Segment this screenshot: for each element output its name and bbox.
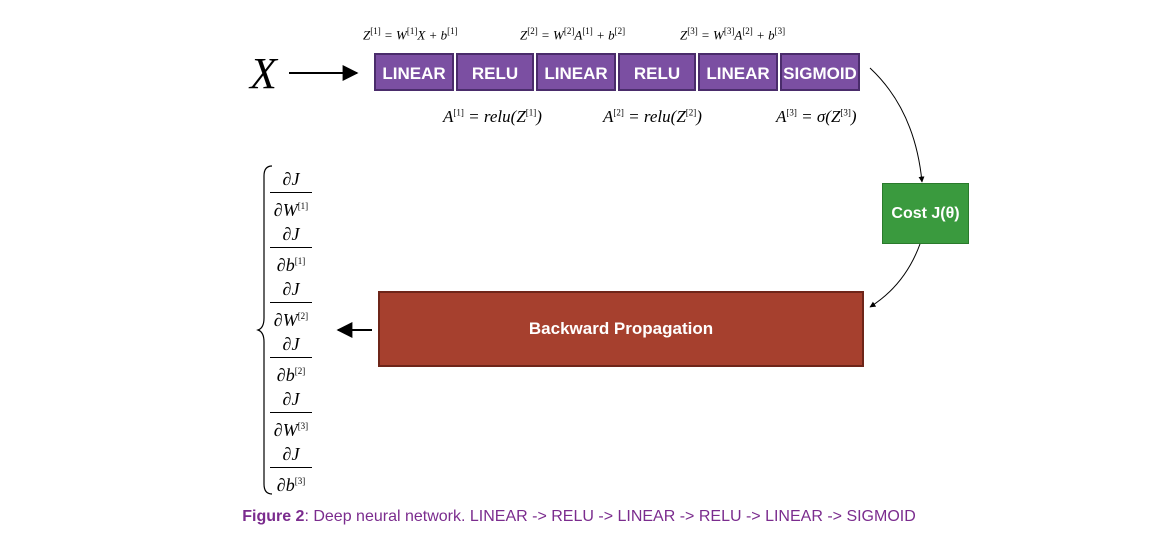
input-x-label: X <box>250 49 277 98</box>
layer-linear-1: LINEAR <box>374 53 454 91</box>
backward-propagation-box: Backward Propagation <box>378 291 864 367</box>
z2-formula: Z[2] = W[2]A[1] + b[2] <box>520 26 626 43</box>
gradients-list: ∂J ∂W[1] ∂J ∂b[1] ∂J ∂W[2] ∂J ∂b[2] ∂J ∂… <box>268 168 328 498</box>
z1-formula: Z[1] = W[1]X + b[1] <box>363 26 458 43</box>
figure-caption-text: : Deep neural network. LINEAR -> RELU ->… <box>304 508 916 525</box>
cost-box: Cost J(θ) <box>882 183 969 244</box>
figure-caption-prefix: Figure 2 <box>242 508 305 525</box>
gradient-db3: ∂J ∂b[3] <box>268 443 314 498</box>
layer-linear-2: LINEAR <box>536 53 616 91</box>
backward-propagation-label: Backward Propagation <box>528 319 714 338</box>
a2-formula: A[2] = relu(Z[2]) <box>603 107 702 126</box>
gradient-dw3: ∂J ∂W[3] <box>268 388 314 443</box>
layer-relu-1: RELU <box>456 53 534 91</box>
gradient-db2: ∂J ∂b[2] <box>268 333 314 388</box>
a3-formula: A[3] = σ(Z[3]) <box>776 107 857 126</box>
figure-caption: Figure 2: Deep neural network. LINEAR ->… <box>0 508 1158 526</box>
forward-to-cost-arrow <box>869 67 925 183</box>
gradient-brace <box>256 165 273 495</box>
gradient-db1: ∂J ∂b[1] <box>268 223 314 278</box>
gradient-dw1: ∂J ∂W[1] <box>268 168 314 223</box>
cost-label: Cost J(θ) <box>891 204 960 222</box>
cost-to-backprop-arrow <box>869 243 921 308</box>
layer-sigmoid: SIGMOID <box>780 53 860 91</box>
z3-formula: Z[3] = W[3]A[2] + b[3] <box>680 26 786 43</box>
layer-linear-3: LINEAR <box>698 53 778 91</box>
gradient-dw2: ∂J ∂W[2] <box>268 278 314 333</box>
a1-formula: A[1] = relu(Z[1]) <box>443 107 542 126</box>
forward-pipeline: LINEAR RELU LINEAR RELU LINEAR SIGMOID <box>374 53 862 91</box>
layer-relu-2: RELU <box>618 53 696 91</box>
